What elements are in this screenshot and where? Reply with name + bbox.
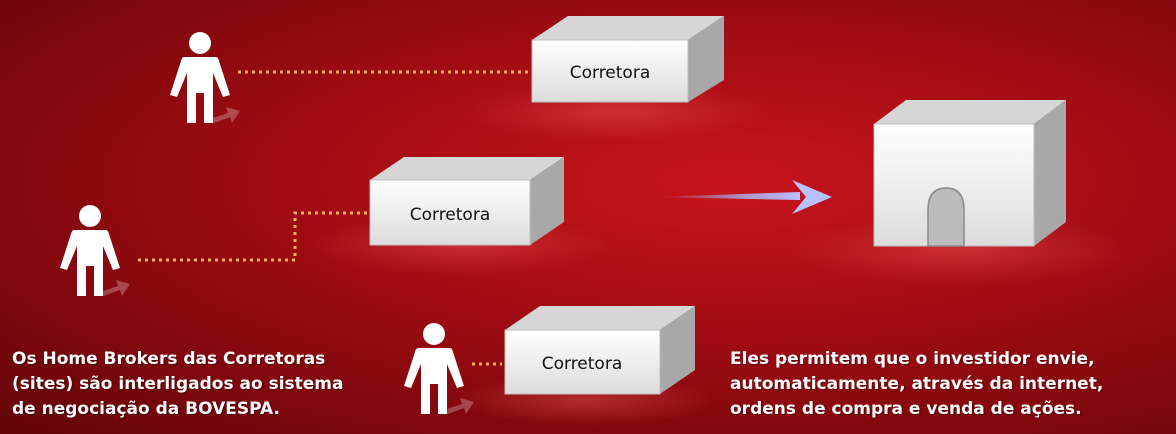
- left-caption: Os Home Brokers das Corretoras (sites) s…: [12, 347, 402, 422]
- arrow-icon: [655, 180, 832, 214]
- person-icon: [404, 323, 474, 414]
- caption-line: Os Home Brokers das Corretoras: [12, 349, 326, 369]
- caption-line: Eles permitem que o investidor envie,: [730, 349, 1095, 369]
- right-caption: Eles permitem que o investidor envie, au…: [730, 347, 1170, 422]
- broker-label: Corretora: [410, 205, 491, 225]
- caption-line: ordens de compra e venda de ações.: [730, 399, 1082, 419]
- person-icon: [170, 32, 240, 123]
- exchange-building-icon: [873, 100, 1066, 247]
- broker-label: Corretora: [570, 63, 651, 83]
- connector-line-middle: [138, 211, 368, 262]
- broker-box-icon: Corretora: [531, 16, 724, 103]
- broker-box-icon: Corretora: [369, 157, 564, 246]
- broker-box-icon: Corretora: [504, 306, 695, 395]
- caption-line: (sites) são interligados ao sistema: [12, 374, 344, 394]
- broker-label: Corretora: [542, 354, 623, 374]
- person-icon: [60, 205, 130, 296]
- caption-line: de negociação da BOVESPA.: [12, 399, 280, 419]
- caption-line: automaticamente, através da internet,: [730, 374, 1104, 394]
